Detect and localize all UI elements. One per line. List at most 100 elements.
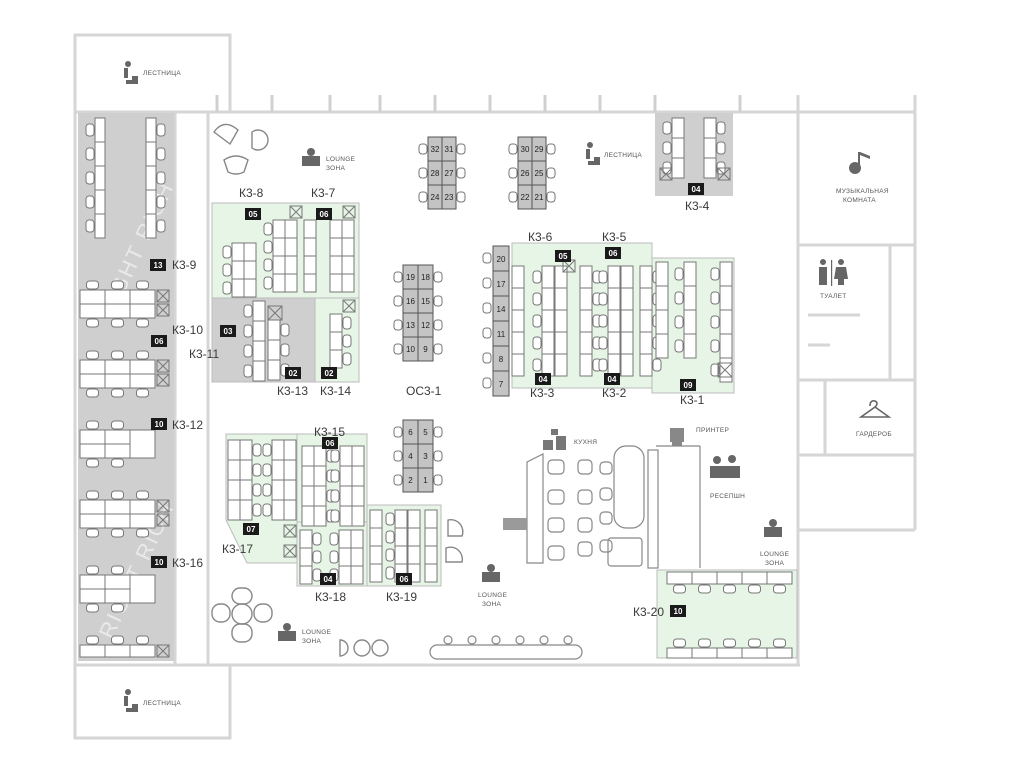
desk[interactable] (104, 359, 131, 375)
desk[interactable] (239, 439, 253, 461)
desk[interactable] (407, 527, 421, 547)
desk[interactable] (741, 571, 768, 585)
desk[interactable] (579, 287, 593, 311)
room-label[interactable]: К3-1 (680, 393, 705, 407)
desk[interactable] (424, 527, 438, 547)
desk[interactable] (79, 574, 106, 590)
room-label[interactable]: К3-18 (315, 590, 346, 604)
desk[interactable] (741, 647, 768, 659)
desk[interactable] (683, 309, 697, 335)
numbered-seat[interactable] (531, 184, 547, 210)
desk[interactable] (94, 189, 106, 215)
desk[interactable] (541, 265, 555, 289)
desk[interactable] (313, 485, 327, 507)
desk[interactable] (339, 445, 353, 467)
desk[interactable] (329, 331, 343, 351)
desk[interactable] (639, 331, 653, 355)
numbered-seat[interactable] (441, 184, 457, 210)
desk[interactable] (655, 309, 669, 335)
desk[interactable] (716, 647, 743, 659)
desk[interactable] (267, 359, 281, 381)
desk[interactable] (301, 485, 315, 507)
desk[interactable] (424, 545, 438, 565)
desk[interactable] (79, 513, 106, 529)
desk[interactable] (329, 255, 343, 275)
desk[interactable] (350, 529, 364, 549)
desk[interactable] (329, 313, 343, 333)
desk[interactable] (231, 278, 245, 298)
desk[interactable] (511, 287, 525, 311)
desk[interactable] (303, 237, 317, 257)
desk[interactable] (283, 459, 297, 481)
desk[interactable] (554, 287, 568, 311)
desk[interactable] (79, 499, 106, 515)
desk[interactable] (243, 242, 257, 262)
desk[interactable] (511, 353, 525, 377)
room-label[interactable]: К3-6 (528, 230, 553, 244)
room-label[interactable]: К3-12 (172, 418, 203, 432)
desk[interactable] (639, 309, 653, 333)
desk[interactable] (369, 563, 383, 583)
desk[interactable] (243, 278, 257, 298)
desk[interactable] (639, 353, 653, 377)
desk[interactable] (671, 137, 685, 159)
desk[interactable] (703, 137, 717, 159)
desk[interactable] (94, 117, 106, 143)
desk[interactable] (104, 289, 131, 305)
desk[interactable] (341, 237, 355, 257)
desk[interactable] (271, 439, 285, 461)
desk[interactable] (301, 445, 315, 467)
desk[interactable] (252, 340, 266, 362)
desk[interactable] (338, 547, 352, 567)
desk[interactable] (620, 309, 634, 333)
room-label[interactable]: К3-4 (685, 199, 710, 213)
room-label[interactable]: К3-3 (530, 386, 555, 400)
desk[interactable] (655, 285, 669, 311)
desk[interactable] (639, 287, 653, 311)
desk[interactable] (554, 331, 568, 355)
desk[interactable] (94, 165, 106, 191)
room-label[interactable]: К3-10 (172, 323, 203, 337)
desk[interactable] (554, 309, 568, 333)
desk[interactable] (394, 527, 408, 547)
desk[interactable] (283, 439, 297, 461)
desk[interactable] (79, 289, 106, 305)
desk[interactable] (620, 353, 634, 377)
desk[interactable] (683, 285, 697, 311)
desk[interactable] (329, 237, 343, 257)
desk[interactable] (341, 219, 355, 239)
desk[interactable] (666, 571, 693, 585)
desk[interactable] (407, 545, 421, 565)
desk[interactable] (511, 309, 525, 333)
desk[interactable] (284, 255, 298, 275)
desk[interactable] (231, 260, 245, 280)
desk[interactable] (129, 499, 156, 515)
desk[interactable] (104, 443, 131, 459)
desk[interactable] (655, 333, 669, 359)
desk[interactable] (284, 237, 298, 257)
desk[interactable] (339, 465, 353, 487)
desk[interactable] (239, 459, 253, 481)
desk[interactable] (350, 547, 364, 567)
desk[interactable] (271, 499, 285, 521)
desk[interactable] (351, 445, 365, 467)
desk[interactable] (301, 505, 315, 527)
desk[interactable] (541, 353, 555, 377)
desk[interactable] (329, 273, 343, 293)
desk[interactable] (272, 219, 286, 239)
desk[interactable] (666, 647, 693, 659)
desk[interactable] (620, 287, 634, 311)
desk[interactable] (719, 285, 733, 311)
desk[interactable] (554, 353, 568, 377)
desk[interactable] (79, 303, 106, 319)
desk[interactable] (104, 373, 131, 389)
desk[interactable] (129, 574, 156, 604)
desk[interactable] (284, 219, 298, 239)
desk[interactable] (329, 219, 343, 239)
desk[interactable] (511, 331, 525, 355)
desk[interactable] (341, 255, 355, 275)
room-label[interactable]: К3-16 (172, 556, 203, 570)
desk[interactable] (579, 353, 593, 377)
room-label[interactable]: К3-8 (239, 186, 264, 200)
desk[interactable] (299, 547, 313, 567)
